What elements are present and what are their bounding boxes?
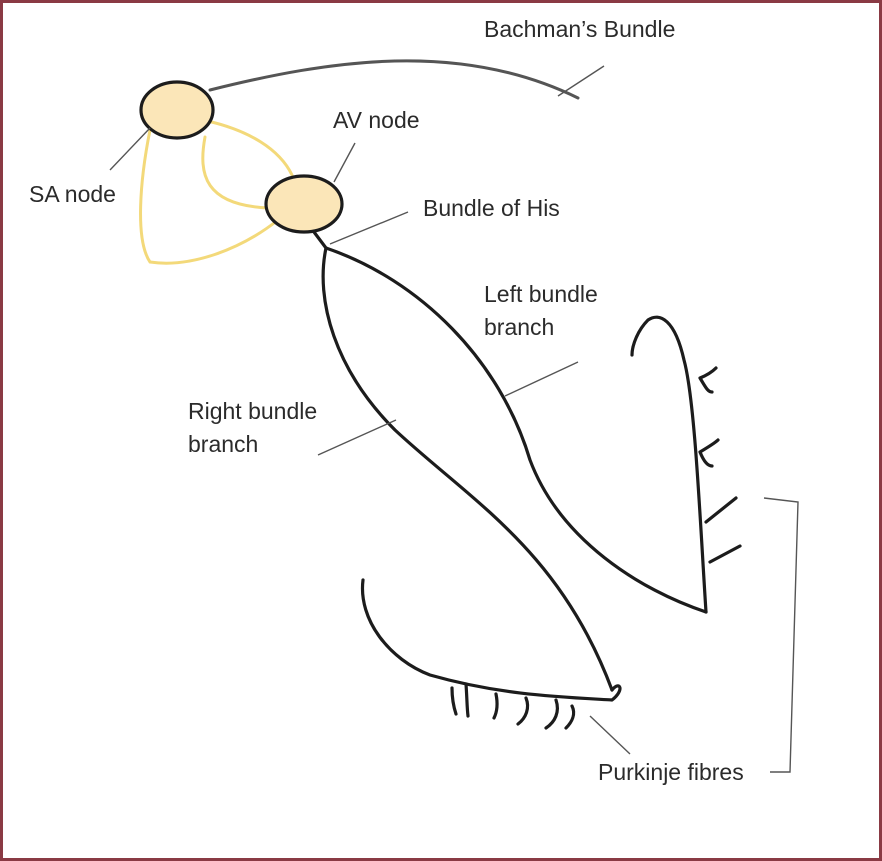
label-left-bundle-line2: branch bbox=[484, 314, 554, 340]
right-bundle-branch bbox=[321, 246, 614, 692]
purkinje-fibre-10 bbox=[564, 704, 576, 730]
sa-node-shape bbox=[139, 80, 215, 140]
label-purkinje-fibres: Purkinje fibres bbox=[598, 759, 744, 785]
internodal-tract-middle bbox=[201, 135, 270, 210]
left-bundle-leader bbox=[504, 361, 579, 397]
internodal-tract-posterior bbox=[139, 128, 280, 265]
bundle-of-his-line bbox=[312, 230, 328, 250]
purkinje-fibre-1 bbox=[698, 366, 718, 394]
purkinje-fibre-4 bbox=[708, 544, 742, 564]
lower-ventricle-wall bbox=[360, 578, 622, 702]
av-node-leader bbox=[333, 142, 356, 183]
label-av-node: AV node bbox=[333, 107, 420, 133]
internodal-tract-anterior bbox=[201, 118, 294, 177]
purkinje-fibre-6 bbox=[464, 682, 470, 718]
purkinje-fibre-3 bbox=[704, 496, 738, 524]
label-sa-node: SA node bbox=[29, 181, 116, 207]
left-ventricle-wall bbox=[630, 315, 708, 614]
sa-node-leader bbox=[109, 127, 151, 171]
bachman-leader bbox=[557, 65, 605, 97]
label-bundle-of-his: Bundle of His bbox=[423, 195, 560, 221]
purkinje-fibre-9 bbox=[544, 698, 559, 730]
right-bundle-leader bbox=[317, 419, 397, 456]
bachmans-bundle-line bbox=[208, 59, 580, 100]
purkinje-bracket bbox=[763, 497, 799, 773]
av-node-shape bbox=[264, 174, 344, 234]
purkinje-fibre-2 bbox=[698, 438, 720, 468]
purkinje-leader bbox=[589, 715, 631, 755]
purkinje-fibre-8 bbox=[516, 696, 530, 726]
label-bachmans-bundle: Bachman’s Bundle bbox=[484, 16, 675, 42]
label-right-bundle-line2: branch bbox=[188, 431, 258, 457]
label-right-bundle-line1: Right bundle bbox=[188, 398, 317, 424]
label-left-bundle-line1: Left bundle bbox=[484, 281, 598, 307]
bundle-of-his-leader bbox=[329, 211, 409, 245]
purkinje-fibre-7 bbox=[492, 692, 499, 720]
left-bundle-branch bbox=[324, 246, 708, 614]
purkinje-fibre-5 bbox=[450, 686, 458, 716]
